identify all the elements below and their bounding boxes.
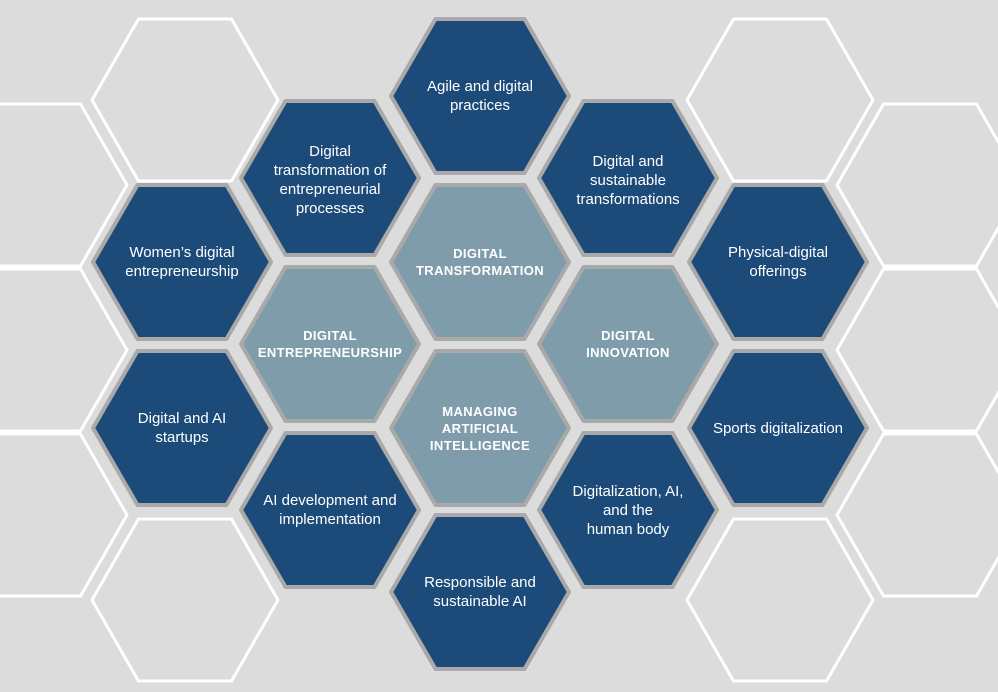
- hex-ai-development: [239, 431, 421, 589]
- outline-hexagon: [835, 102, 998, 268]
- outline-hexagon: [90, 17, 280, 183]
- background-outline-grid: [0, 17, 998, 683]
- hex-human-body: [537, 431, 719, 589]
- hex-responsible-ai: [389, 513, 571, 671]
- hex-agile-practices: [389, 17, 571, 175]
- hex-physical-digital-offerings: [687, 183, 869, 341]
- outline-hexagon: [685, 17, 875, 183]
- outline-hexagon: [685, 517, 875, 683]
- hex-digital-innovation: [537, 265, 719, 423]
- outline-hexagon: [835, 267, 998, 433]
- hex-digital-transformation: [389, 183, 571, 341]
- outline-hexagon: [0, 267, 129, 433]
- hex-ai-startups: [91, 349, 273, 507]
- hex-sports-digitalization: [687, 349, 869, 507]
- outline-hexagon: [835, 432, 998, 598]
- hex-digital-entrepreneurship: [239, 265, 421, 423]
- outline-hexagon: [0, 102, 129, 268]
- hex-managing-ai: [389, 349, 571, 507]
- hex-entrepreneurial-processes: [239, 99, 421, 257]
- outline-hexagon: [0, 432, 129, 598]
- outline-hexagon: [90, 517, 280, 683]
- hex-womens-entrepreneurship: [91, 183, 273, 341]
- hexagon-layer: [91, 17, 869, 671]
- hex-sustainable-transformations: [537, 99, 719, 257]
